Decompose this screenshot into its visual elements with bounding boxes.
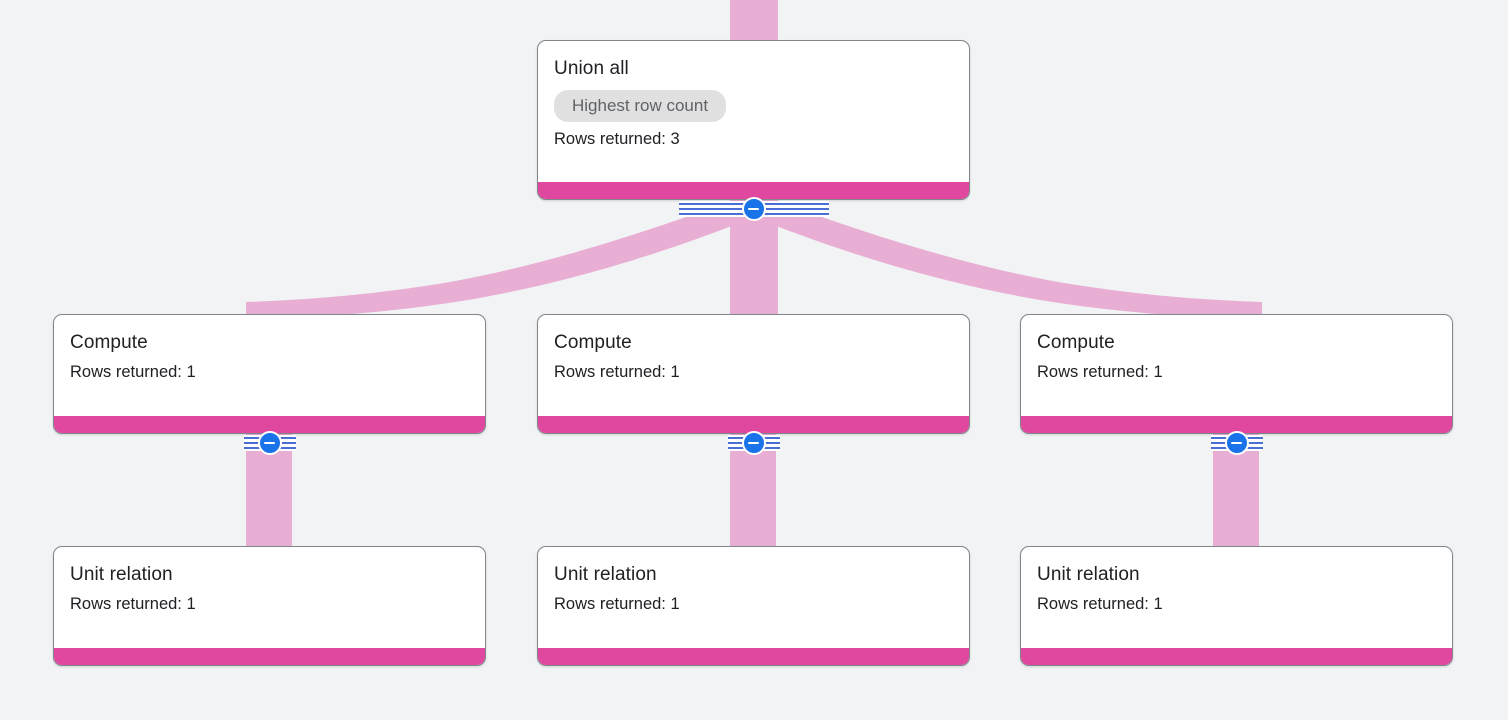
node-rows-returned: Rows returned: 1 bbox=[70, 595, 196, 613]
minus-circle-icon[interactable] bbox=[1224, 431, 1249, 455]
node-progress-bar bbox=[538, 416, 969, 433]
node-rows-returned: Rows returned: 1 bbox=[554, 595, 680, 613]
node-progress-bar bbox=[1021, 648, 1452, 665]
node-rows-returned: Rows returned: 1 bbox=[554, 363, 680, 381]
collapse-toggle-compute-1[interactable] bbox=[243, 431, 296, 455]
minus-circle-icon[interactable] bbox=[741, 431, 766, 455]
node-progress-bar bbox=[54, 416, 485, 433]
node-title: Compute bbox=[70, 332, 148, 353]
collapse-toggle-compute-3[interactable] bbox=[1210, 431, 1263, 455]
node-title: Compute bbox=[554, 332, 632, 353]
node-rows-returned: Rows returned: 1 bbox=[70, 363, 196, 381]
node-title: Compute bbox=[1037, 332, 1115, 353]
node-progress-bar bbox=[1021, 416, 1452, 433]
minus-glyph bbox=[1231, 441, 1242, 445]
node-title: Union all bbox=[554, 58, 629, 79]
edge-union-all-to-compute-1 bbox=[246, 206, 742, 318]
node-progress-bar bbox=[538, 182, 969, 199]
node-progress-bar bbox=[538, 648, 969, 665]
status-badge: Highest row count bbox=[554, 90, 727, 122]
minus-glyph bbox=[748, 441, 759, 445]
node-rows-returned: Rows returned: 1 bbox=[1037, 595, 1163, 613]
collapse-toggle-union-all[interactable] bbox=[678, 197, 829, 221]
minus-circle-icon[interactable] bbox=[741, 197, 766, 221]
collapse-toggle-compute-2[interactable] bbox=[727, 431, 780, 455]
node-title: Unit relation bbox=[70, 564, 173, 585]
minus-glyph bbox=[748, 207, 759, 211]
minus-circle-icon[interactable] bbox=[257, 431, 282, 455]
minus-glyph bbox=[264, 441, 275, 445]
node-rows-returned: Rows returned: 3 bbox=[554, 130, 680, 148]
edge-offscreen-to-union-all bbox=[730, 0, 778, 42]
node-progress-bar bbox=[54, 648, 485, 665]
node-badge-row: Highest row count bbox=[554, 81, 953, 122]
node-rows-returned: Rows returned: 1 bbox=[1037, 363, 1163, 381]
node-title: Unit relation bbox=[554, 564, 657, 585]
edge-union-all-to-compute-3 bbox=[766, 206, 1262, 318]
node-title: Unit relation bbox=[1037, 564, 1140, 585]
